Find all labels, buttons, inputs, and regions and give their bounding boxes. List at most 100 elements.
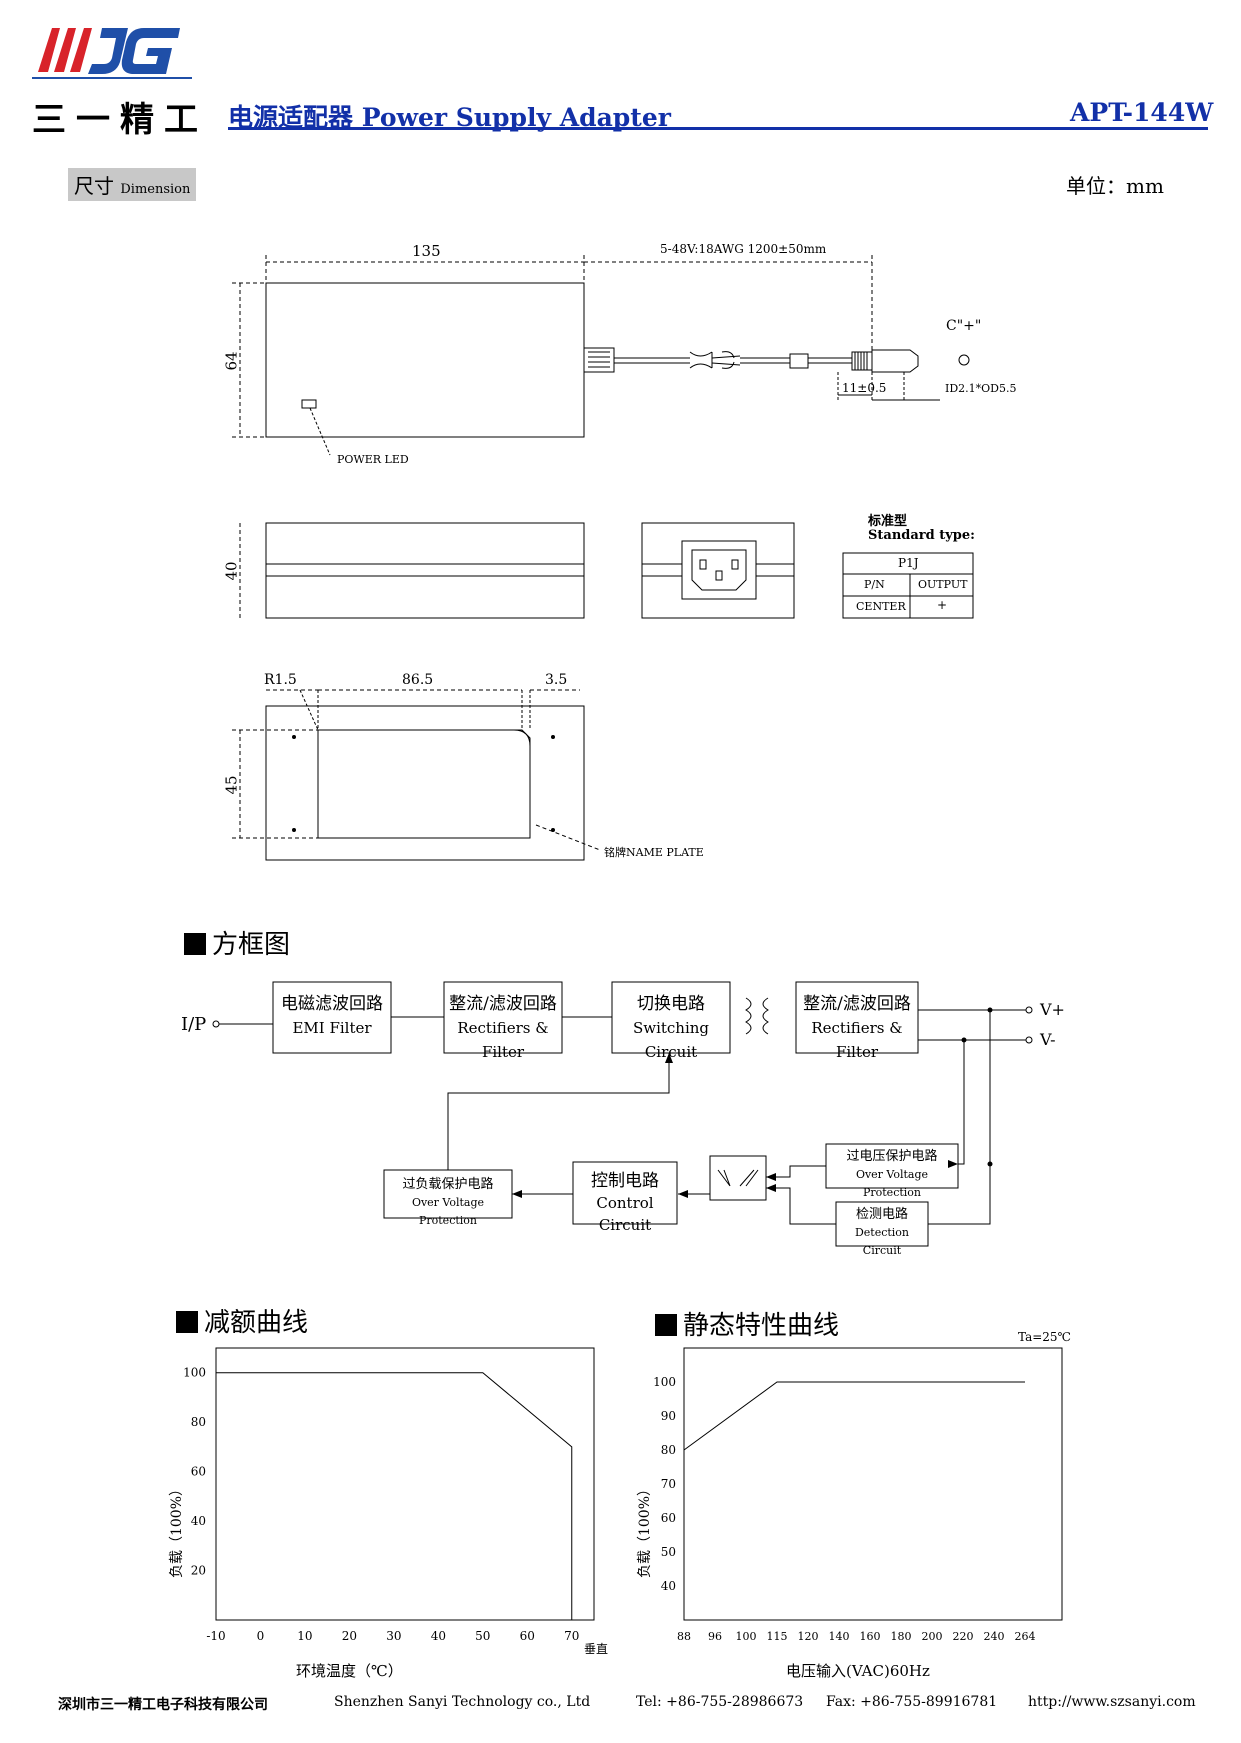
footer-company-cn: 深圳市三一精工电子科技有限公司	[58, 1697, 268, 1713]
static-xlabel: 电压输入(VAC)60Hz	[786, 1662, 930, 1680]
name-plate-label: 铭牌NAME PLATE	[604, 846, 704, 859]
derating-y-tick-label: 100	[183, 1366, 206, 1380]
dim-length: 135	[412, 242, 441, 260]
static-ylabel: 负载（100%）	[637, 1481, 654, 1579]
static-y-tick-label: 90	[661, 1409, 676, 1423]
standard-type-col2: OUTPUT	[918, 578, 968, 591]
derating-x-tick-label: -10	[206, 1629, 225, 1643]
rectifier-1-cn: 整流/滤波回路	[449, 994, 557, 1014]
switching-cn: 切换电路	[637, 994, 705, 1014]
derating-title-text: 减额曲线	[204, 1308, 309, 1338]
model-number: APT-144W	[1070, 98, 1214, 127]
emi-filter-en: EMI Filter	[292, 1019, 372, 1037]
derating-title: 减额曲线	[176, 1302, 308, 1339]
static-note: Ta=25℃	[1018, 1330, 1071, 1344]
footer-fax: Fax: +86-755-89916781	[826, 1694, 998, 1710]
static-y-tick-label: 100	[653, 1375, 676, 1389]
rectifier-2-en: Rectifiers & Filter	[811, 1019, 903, 1061]
footer-company-en: Shenzhen Sanyi Technology co., Ltd	[334, 1694, 591, 1710]
ovp-block: 过电压保护电路 Over Voltage Protection	[826, 1148, 958, 1202]
derating-x-tick-label: 30	[386, 1629, 401, 1643]
derating-xlabel: 环境温度（℃）	[296, 1662, 403, 1680]
control-en: Control Circuit	[596, 1194, 654, 1234]
static-x-tick-label: 88	[677, 1630, 691, 1643]
block-diagram-title: 方框图	[184, 924, 290, 961]
control-block: 控制电路 Control Circuit	[573, 1170, 677, 1236]
derating-plot-frame	[215, 1347, 595, 1621]
static-x-tick-label: 264	[1015, 1630, 1036, 1643]
standard-type-row-value: +	[937, 598, 948, 612]
static-x-tick-label: 160	[860, 1630, 881, 1643]
derating-x-tick-label: 20	[342, 1629, 357, 1643]
static-y-tick-label: 40	[661, 1579, 676, 1593]
static-x-tick-label: 180	[891, 1630, 912, 1643]
adapter-bottom-view	[265, 705, 585, 861]
company-logo	[32, 22, 192, 84]
output-positive-label: V+	[1040, 1000, 1065, 1019]
static-x-tick-label: 96	[708, 1630, 722, 1643]
detection-block: 检测电路 Detection Circuit	[836, 1206, 928, 1260]
unit-label: 单位：mm	[1066, 174, 1164, 198]
header-rule	[228, 127, 1208, 130]
rectifier-2-block: 整流/滤波回路 Rectifiers & Filter	[796, 992, 918, 1064]
adapter-end-view	[641, 522, 795, 619]
derating-ylabel: 负载（100%）	[169, 1481, 186, 1579]
static-y-tick-label: 60	[661, 1511, 676, 1525]
static-x-tick-label: 140	[829, 1630, 850, 1643]
switching-block: 切换电路 Switching Circuit	[612, 992, 730, 1064]
standard-type-header: P1J	[898, 556, 919, 570]
derating-x-tick-label: 40	[431, 1629, 446, 1643]
rectifier-1-block: 整流/滤波回路 Rectifiers & Filter	[444, 992, 562, 1064]
dimension-tag-en: Dimension	[120, 182, 191, 197]
static-x-tick-label: 200	[922, 1630, 943, 1643]
dim-gap: 3.5	[545, 672, 568, 688]
detection-en: Detection Circuit	[854, 1226, 910, 1257]
footer-web: http://www.szsanyi.com	[1028, 1694, 1196, 1710]
static-x-tick-label: 115	[767, 1630, 788, 1643]
input-label: I/P	[181, 1014, 207, 1035]
logo-chinese-name: 三一精工	[32, 100, 208, 140]
dim-plug-spec: ID2.1*OD5.5	[945, 382, 1017, 395]
standard-type-title-en: Standard type:	[868, 528, 975, 543]
emi-filter-cn: 电磁滤波回路	[281, 994, 383, 1014]
derating-y-tick-label: 60	[191, 1465, 206, 1479]
derating-y-tick-label: 40	[191, 1514, 206, 1528]
static-x-tick-label: 220	[953, 1630, 974, 1643]
ovp-en: Over Voltage Protection	[855, 1168, 929, 1199]
control-cn: 控制电路	[591, 1171, 659, 1191]
emi-filter-block: 电磁滤波回路 EMI Filter	[273, 992, 391, 1040]
derating-y-tick-label: 80	[191, 1415, 206, 1429]
static-title: 静态特性曲线	[655, 1305, 839, 1342]
standard-type-row-label: CENTER	[856, 600, 906, 613]
static-y-tick-label: 50	[661, 1545, 676, 1559]
dimension-tag-cn: 尺寸	[74, 174, 114, 198]
dim-cable: 5-48V:18AWG 1200±50mm	[660, 242, 827, 256]
derating-x-tick-label: 10	[297, 1629, 312, 1643]
static-plot-frame	[683, 1347, 1063, 1621]
power-led-label: POWER LED	[337, 453, 409, 466]
dimension-tag: 尺寸 Dimension	[68, 168, 197, 201]
dim-plug-length: 11±0.5	[842, 381, 887, 395]
standard-type-col1: P/N	[864, 578, 885, 591]
olp-en: Over Voltage Protection	[411, 1196, 485, 1227]
derating-x-tick-label: 50	[475, 1629, 490, 1643]
olp-cn: 过负载保护电路	[402, 1177, 494, 1192]
static-x-tick-label: 240	[984, 1630, 1005, 1643]
ovp-cn: 过电压保护电路	[846, 1149, 938, 1164]
static-y-tick-label: 80	[661, 1443, 676, 1457]
standard-type-title-cn: 标准型	[868, 514, 908, 529]
static-x-tick-label: 120	[798, 1630, 819, 1643]
output-negative-label: V-	[1040, 1030, 1056, 1049]
derating-x-tick-label: 70	[564, 1629, 579, 1643]
block-diagram-title-text: 方框图	[212, 930, 291, 960]
derating-xunit: 垂直	[584, 1642, 609, 1656]
dc-polarity: C"+"	[946, 318, 982, 334]
static-title-text: 静态特性曲线	[683, 1311, 840, 1341]
detection-cn: 检测电路	[855, 1207, 908, 1222]
olp-block: 过负载保护电路 Over Voltage Protection	[384, 1176, 512, 1230]
section-square-icon	[184, 933, 206, 955]
footer-tel: Tel: +86-755-28986673	[636, 1694, 804, 1710]
